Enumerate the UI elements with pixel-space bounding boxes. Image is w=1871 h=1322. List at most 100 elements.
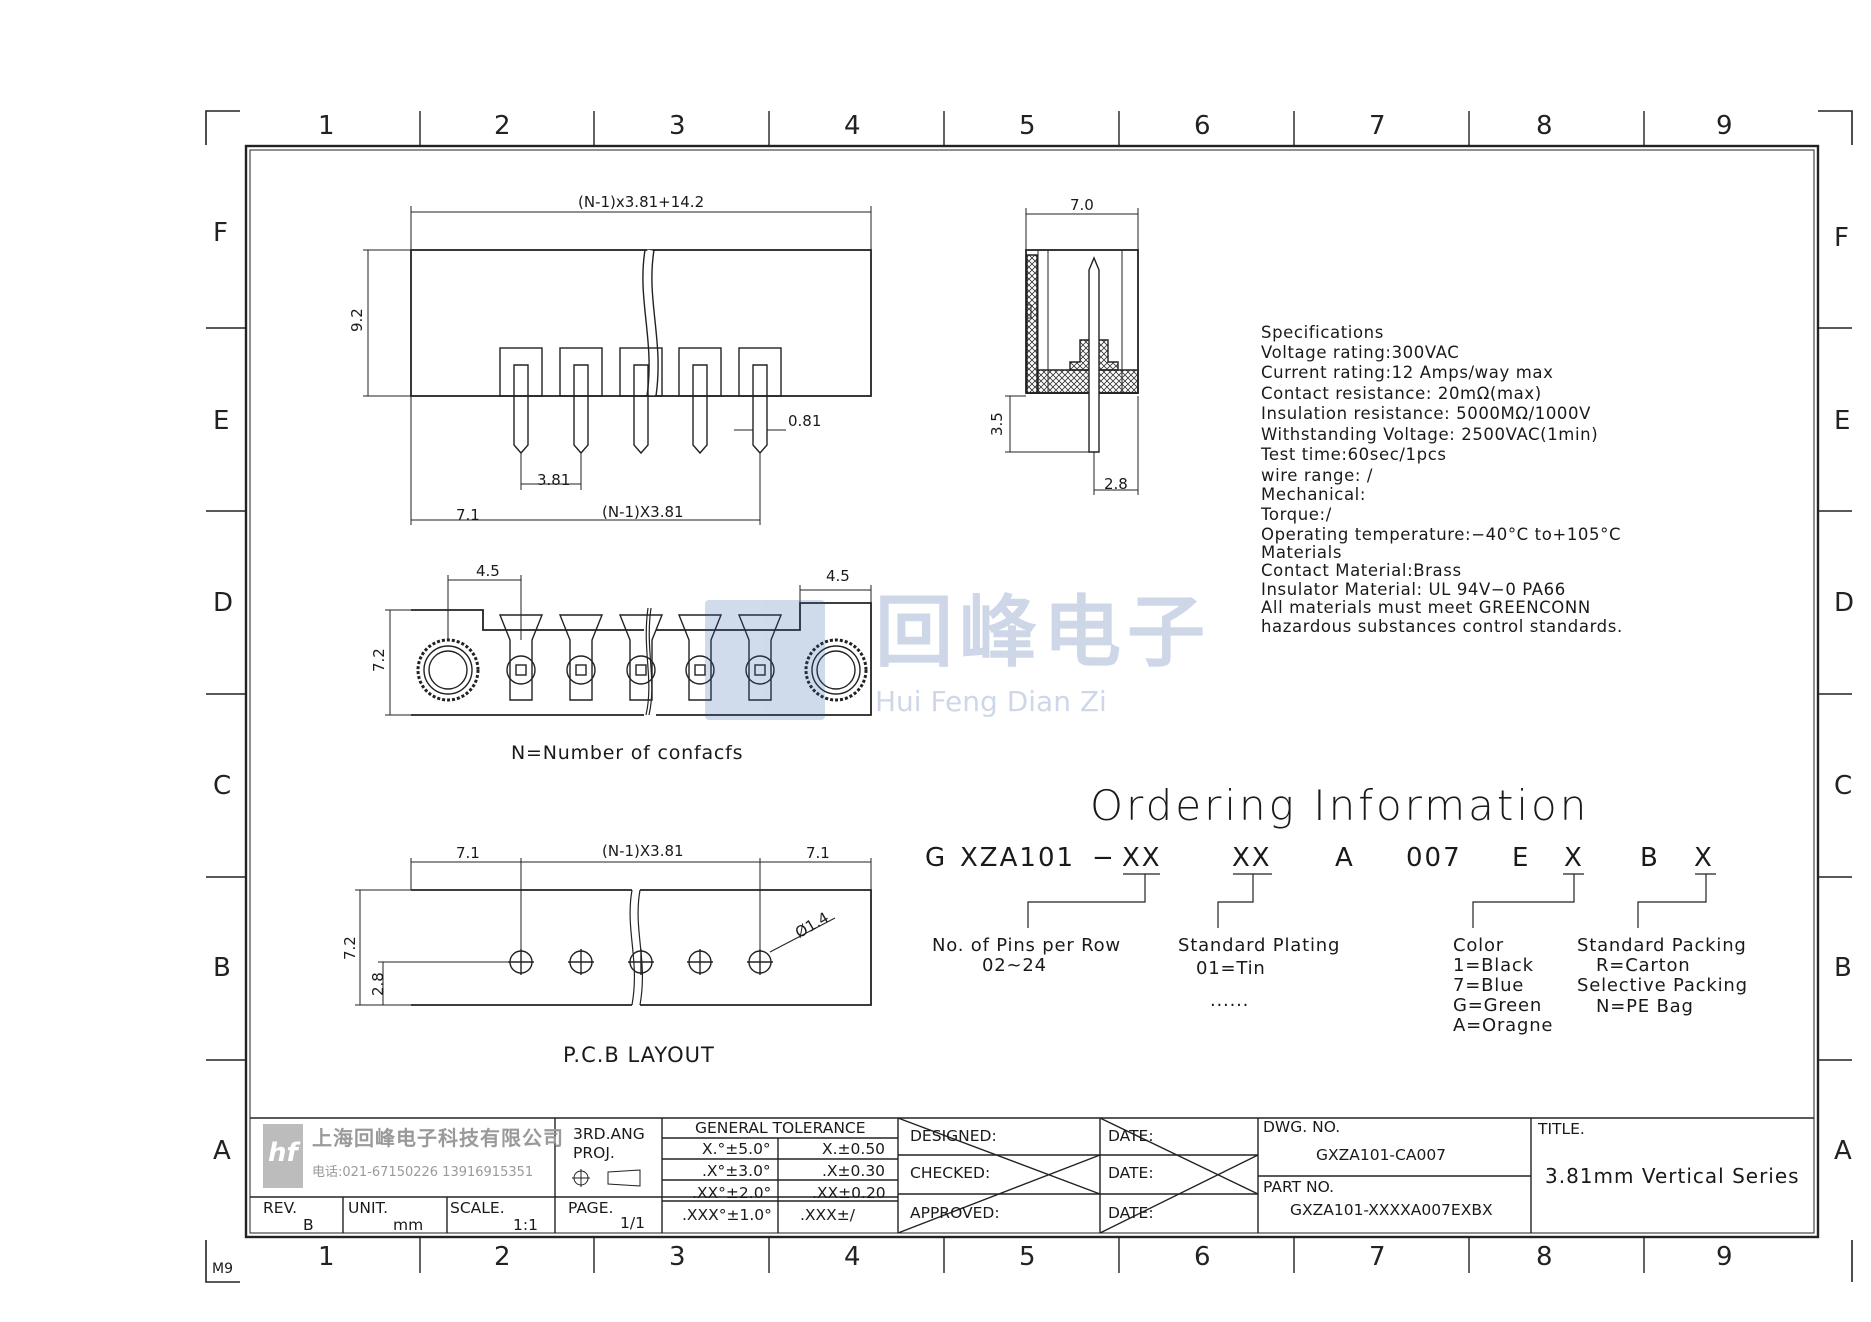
color-option: 1=Black xyxy=(1453,955,1534,976)
watermark: 回峰电子 Hui Feng Dian Zi xyxy=(705,592,1205,727)
dwg-no-value: GXZA101-CA007 xyxy=(1316,1146,1447,1164)
sheet-id: M9 xyxy=(212,1261,233,1277)
spec-line: wire range: / xyxy=(1261,466,1374,485)
spec-line: Insulation resistance: 5000MΩ/1000V xyxy=(1261,404,1592,423)
title-block xyxy=(250,1117,1814,1234)
pcb-height-dim: 7.2 xyxy=(341,936,359,960)
bottom-height-dim: 7.2 xyxy=(370,648,388,672)
company-name: 上海回峰电子科技有限公司 xyxy=(312,1126,564,1150)
pcb-left-dim: 7.1 xyxy=(456,844,480,862)
title-label: TITLE. xyxy=(1538,1120,1585,1138)
col-label-top-1: 1 xyxy=(318,111,335,141)
packing-label: Standard Packing xyxy=(1577,935,1747,956)
ordering-code-pins: XX xyxy=(1122,843,1162,873)
row-label-left-f: F xyxy=(213,218,228,248)
watermark-logo-icon xyxy=(705,600,825,720)
bottom-left-dim: 4.5 xyxy=(476,562,500,580)
row-label-left-c: C xyxy=(213,771,232,801)
approved-label: APPROVED: xyxy=(910,1204,1000,1222)
spec-line: Contact Material:Brass xyxy=(1261,561,1462,580)
spec-line: Materials xyxy=(1261,543,1343,562)
side-width-dim: 7.0 xyxy=(1070,196,1094,214)
designed-date-label: DATE: xyxy=(1108,1127,1154,1145)
ordering-code-a: A xyxy=(1335,843,1353,873)
col-label-bottom-8: 8 xyxy=(1536,1242,1553,1272)
part-no-label: PART NO. xyxy=(1263,1178,1335,1196)
unit-value: mm xyxy=(393,1216,424,1234)
col-label-bottom-6: 6 xyxy=(1194,1242,1211,1272)
tolerance-angle: .XXX°±1.0° xyxy=(682,1206,772,1224)
spec-line: Withstanding Voltage: 2500VAC(1min) xyxy=(1261,425,1599,444)
col-label-bottom-2: 2 xyxy=(494,1242,511,1272)
plating-value: 01=Tin xyxy=(1196,958,1266,979)
spec-line: Voltage rating:300VAC xyxy=(1261,343,1460,362)
front-pin-dim: 0.81 xyxy=(788,412,822,430)
packing-sel-label: Selective Packing xyxy=(1577,975,1748,996)
drawing-title: 3.81mm Vertical Series xyxy=(1545,1164,1800,1188)
row-label-right-c: C xyxy=(1834,771,1853,801)
front-pitch-dim: 3.81 xyxy=(537,471,571,489)
spec-line: hazardous substances control standards. xyxy=(1261,617,1623,636)
zone-ticks xyxy=(206,111,1852,1273)
col-label-top-6: 6 xyxy=(1194,111,1211,141)
projection-label: 3RD.ANG xyxy=(573,1125,645,1143)
row-label-right-d: D xyxy=(1834,588,1855,618)
rev-label: REV. xyxy=(263,1199,298,1217)
company-logo-text: hf xyxy=(268,1138,298,1168)
company-phone: 电话:021-67150226 13916915351 xyxy=(312,1165,534,1180)
front-height-dim: 9.2 xyxy=(348,308,366,332)
row-label-left-a: A xyxy=(213,1136,231,1166)
front-span-dim: (N-1)X3.81 xyxy=(602,503,684,521)
frame-corners xyxy=(205,110,1853,1283)
pcb-caption: P.C.B LAYOUT xyxy=(563,1043,715,1067)
tolerance-angle: X.°±5.0° xyxy=(702,1140,771,1158)
col-label-bottom-4: 4 xyxy=(844,1242,861,1272)
color-option: G=Green xyxy=(1453,995,1543,1016)
col-label-bottom-5: 5 xyxy=(1019,1242,1036,1272)
projection-label-2: PROJ. xyxy=(573,1144,615,1162)
row-label-right-e: E xyxy=(1834,406,1851,436)
tolerance-linear: .X±0.30 xyxy=(822,1162,886,1180)
spec-line: Test time:60sec/1pcs xyxy=(1261,445,1447,464)
spec-line: Contact resistance: 20mΩ(max) xyxy=(1261,384,1542,403)
part-no-value: GXZA101-XXXXA007EXBX xyxy=(1290,1201,1493,1219)
col-label-bottom-1: 1 xyxy=(318,1242,335,1272)
col-label-top-2: 2 xyxy=(494,111,511,141)
ordering-code-007: 007 xyxy=(1406,843,1462,873)
row-label-left-b: B xyxy=(213,953,231,983)
col-label-top-8: 8 xyxy=(1536,111,1553,141)
ordering-title: Ordering Information xyxy=(1090,781,1590,830)
ordering-leaders xyxy=(1027,873,1716,928)
side-offset-dim: 2.8 xyxy=(1104,475,1128,493)
ordering-code-plating: XX xyxy=(1232,843,1272,873)
tolerance-angle: .X°±3.0° xyxy=(702,1162,771,1180)
row-label-left-e: E xyxy=(213,406,230,436)
spec-line: Specifications xyxy=(1261,323,1384,342)
scale-value: 1:1 xyxy=(513,1216,538,1234)
side-pin-len-dim: 3.5 xyxy=(988,412,1006,436)
packing-sel: N=PE Bag xyxy=(1596,996,1694,1017)
front-view xyxy=(363,206,872,525)
ordering-code-series: XZA101 xyxy=(960,843,1076,873)
designed-label: DESIGNED: xyxy=(910,1127,997,1145)
row-label-right-f: F xyxy=(1834,223,1849,253)
front-overall-dim: (N-1)x3.81+14.2 xyxy=(578,193,705,211)
bottom-right-dim: 4.5 xyxy=(826,567,850,585)
ordering-code-e: E xyxy=(1512,843,1529,873)
page-value: 1/1 xyxy=(620,1214,645,1232)
approved-date-label: DATE: xyxy=(1108,1204,1154,1222)
pcb-row-dim: 2.8 xyxy=(369,972,387,996)
pcb-layout xyxy=(355,858,872,1006)
packing-std: R=Carton xyxy=(1596,955,1691,976)
ordering-code-dash: − xyxy=(1092,843,1114,873)
bottom-caption: N=Number of confacfs xyxy=(511,742,744,764)
spec-line: All materials must meet GREENCONN xyxy=(1261,598,1591,617)
inner-frame xyxy=(244,144,1820,1239)
page-label: PAGE. xyxy=(568,1199,614,1217)
spec-line: Current rating:12 Amps/way max xyxy=(1261,363,1554,382)
company-logo-icon xyxy=(263,1124,303,1188)
rev-value: B xyxy=(303,1216,314,1234)
col-label-top-9: 9 xyxy=(1716,111,1733,141)
